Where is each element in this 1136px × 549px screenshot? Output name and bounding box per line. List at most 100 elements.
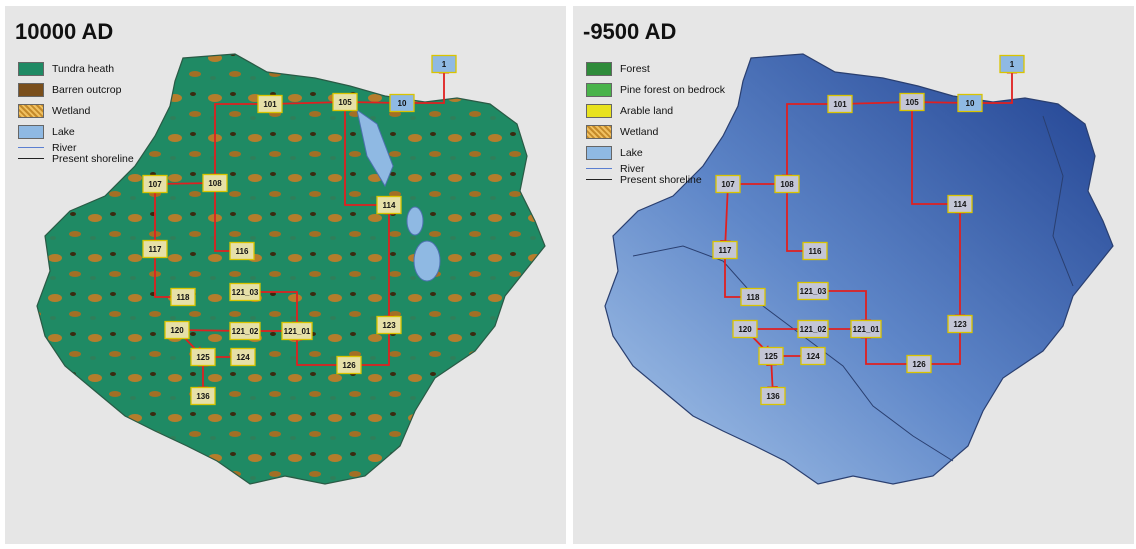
route-arrow [970,62,1018,104]
node-label: 123 [953,320,967,329]
legend-swatch [586,124,612,139]
basin-9500ad [604,53,1114,485]
legend-item: Forest [586,58,725,79]
route-arrow [860,327,919,365]
legend-item: Present shoreline [18,153,134,165]
legend-swatch [18,124,44,139]
legend-swatch [586,82,612,97]
node-121-01: 121_01 [281,321,313,341]
panel-title: -9500 AD [583,19,677,44]
legend-swatch [586,145,612,160]
node-label: 121_03 [800,287,827,296]
node-121-01: 121_01 [850,319,882,339]
node-label: 1 [1010,60,1015,69]
node-label: 125 [196,353,210,362]
route-arrow [917,324,961,370]
node-118: 118 [170,287,196,307]
route-arrow [720,183,731,252]
legend-item: River [18,141,134,154]
legend-label: Lake [620,146,643,159]
node-121-02: 121_02 [229,321,261,341]
node-121-03: 121_03 [797,281,829,301]
legend-label: Present shoreline [620,173,702,186]
legend-item: Wetland [18,100,134,121]
legend-label: Arable land [620,104,674,117]
node-116: 116 [229,241,255,261]
node-label: 121_01 [853,325,880,334]
node-124: 124 [800,346,826,366]
legend-swatch [586,61,612,76]
node-label: 10 [966,99,975,108]
legend-label: River [620,162,645,175]
route-arrow [245,291,303,333]
node-105: 105 [332,92,358,112]
node-136: 136 [190,386,216,406]
node-label: 118 [747,293,760,302]
route-arrow [813,290,872,331]
legend-item: Arable land [586,100,725,121]
node-label: 101 [833,100,847,109]
lake-shape [413,240,441,282]
route-network: 1 10 105 101 107 108 114 116 117 118 121_03 120 121_… [712,54,1025,406]
node-107: 107 [715,174,741,194]
node-label: 136 [196,392,210,401]
panel-9500ad: 1 10 105 101 107 108 114 116 117 118 121_03 120 121_… [573,6,1134,544]
lake-shape [356,108,394,188]
node-label: 121_02 [232,327,259,336]
node-114: 114 [947,194,973,214]
node-1: 1 [431,54,457,74]
node-105: 105 [899,92,925,112]
node-1: 1 [999,54,1025,74]
route-arrow [291,329,349,366]
node-116: 116 [802,241,828,261]
legend-label: Tundra heath [52,62,115,75]
node-124: 124 [230,347,256,367]
node-label: 117 [719,246,732,255]
node-label: 136 [766,392,780,401]
legend-line-swatch [586,179,612,180]
node-label: 105 [905,98,919,107]
node-125: 125 [190,347,216,367]
legend-label: Forest [620,62,650,75]
node-123: 123 [376,315,402,335]
route-arrow [402,62,450,104]
node-label: 125 [764,352,778,361]
node-label: 117 [149,245,162,254]
node-label: 124 [236,353,250,362]
node-label: 121_03 [232,288,259,297]
node-label: 120 [170,326,184,335]
legend-item: Wetland [586,121,725,142]
legend-label: River [52,141,77,154]
legend-swatch [18,61,44,76]
present-shoreline [1042,115,1074,287]
node-label: 116 [236,247,249,256]
legend-item: Barren outcrop [18,79,134,100]
node-label: 114 [954,200,967,209]
node-label: 120 [738,325,752,334]
node-117: 117 [712,240,738,260]
legend-swatch [18,103,44,118]
node-101: 101 [257,94,283,114]
node-108: 108 [774,174,800,194]
node-114: 114 [376,195,402,215]
node-label: 124 [806,352,820,361]
basin-10000ad [36,53,546,485]
node-label: 108 [780,180,794,189]
map-9500ad: 1 10 105 101 107 108 114 116 117 118 121_03 120 121_… [604,53,1114,485]
node-label: 116 [809,247,822,256]
node-117: 117 [142,239,168,259]
node-107: 107 [142,174,168,194]
node-label: 1 [442,60,447,69]
node-label: 121_01 [284,327,311,336]
node-108: 108 [202,173,228,193]
legend-item: Lake [18,121,134,142]
legend-label: Barren outcrop [52,83,122,96]
node-121-03: 121_03 [229,282,261,302]
node-label: 126 [912,360,926,369]
node-label: 108 [208,179,222,188]
